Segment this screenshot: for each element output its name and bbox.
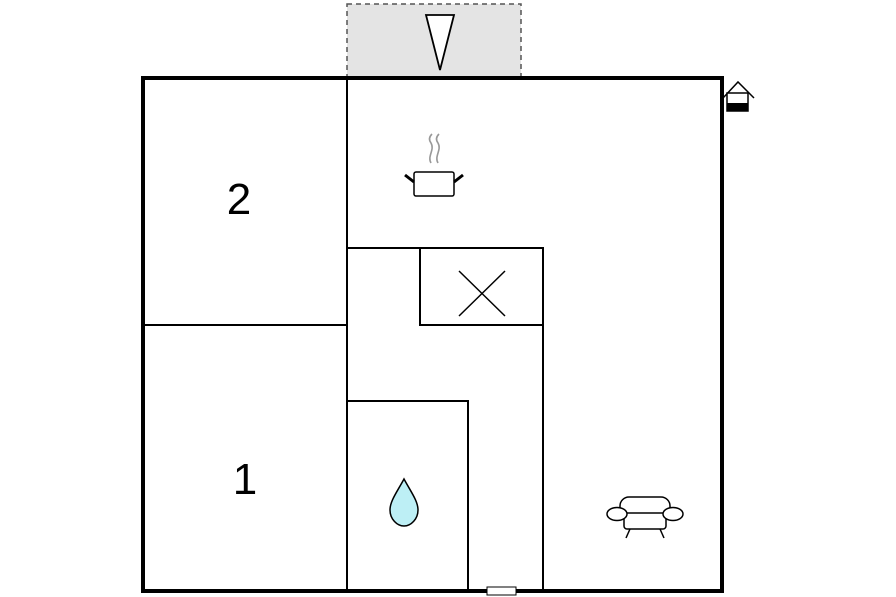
room-label-2: 2 xyxy=(227,175,251,224)
interior-walls xyxy=(143,78,544,591)
stairs-cross-icon xyxy=(458,270,506,317)
water-drop-icon xyxy=(389,477,419,527)
entrance-door xyxy=(486,586,517,596)
house-icon xyxy=(722,80,755,112)
outer-wall xyxy=(141,76,724,593)
sofa-icon xyxy=(606,496,684,539)
compass-north-icon xyxy=(424,14,456,71)
room-label-1: 1 xyxy=(233,455,257,504)
cooking-pot-icon xyxy=(404,133,464,197)
